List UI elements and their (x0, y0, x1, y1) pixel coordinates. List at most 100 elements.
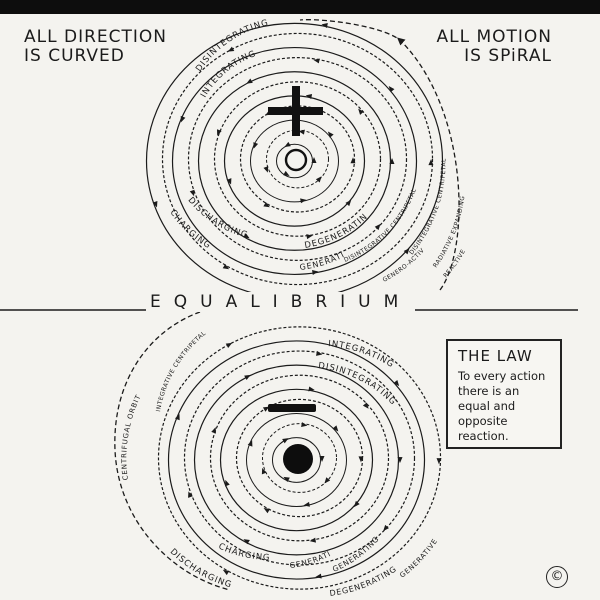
lower-ring-arrow-icon (383, 524, 389, 532)
copyright-icon: © (546, 566, 568, 588)
upper-ring-arrow-icon (152, 201, 158, 208)
upper-ring-arrow-icon (312, 270, 319, 275)
upper-ring-arrow-icon (374, 223, 381, 231)
upper-ring-arrow-icon (263, 166, 269, 173)
lower-ring-arrow-icon (308, 386, 315, 392)
lower-label-generating-inner: GENERATING (331, 534, 381, 574)
lower-ring-arrow-icon (282, 438, 289, 444)
upper-ring-arrow-icon (388, 86, 395, 93)
upper-ring-arrow-icon (327, 131, 334, 138)
lower-label-integrative-centripetal: INTEGRATIVE CENTRIPETAL (155, 330, 208, 413)
lower-ring-1 (272, 437, 321, 483)
lower-label-centrifugal-orbit: CENTRIFUGAL ORBIT (120, 393, 142, 481)
lower-ring-arrow-icon (397, 457, 403, 464)
lower-ring-arrow-icon (262, 406, 270, 412)
upper-ring-arrow-icon (263, 202, 270, 208)
lower-ring-arrow-icon (261, 467, 267, 475)
upper-ring-arrow-icon (300, 198, 307, 204)
lower-ring-arrow-icon (358, 456, 364, 463)
upper-ring-7 (197, 71, 392, 251)
upper-ring-arrow-icon (389, 158, 395, 165)
upper-ring-arrow-icon (428, 159, 434, 166)
lower-ring-8 (183, 350, 416, 566)
lower-ring-arrow-icon (315, 573, 322, 579)
lower-ring-arrow-icon (211, 427, 216, 434)
heading-all-direction-curved: ALL DIRECTION IS CURVED (24, 27, 167, 66)
upper-ring-arrow-icon (283, 170, 290, 176)
lower-ring-arrow-icon (222, 569, 230, 576)
lower-ring-arrow-icon (353, 500, 360, 508)
lower-label-charging: CHARGING (217, 542, 271, 564)
lower-ring-2 (262, 423, 337, 493)
upper-ring-8 (187, 57, 408, 261)
upper-ring-arrow-icon (305, 94, 313, 99)
upper-ring-arrow-icon (227, 46, 235, 52)
upper-ring-arrow-icon (189, 189, 195, 197)
lower-ring-arrow-icon (301, 422, 308, 428)
upper-ring-arrow-icon (222, 263, 230, 270)
lower-label-generating: GENERATING (0, 0, 332, 570)
plus-symbol-icon (268, 86, 323, 136)
upper-core-ring (284, 148, 308, 172)
upper-ring-10 (161, 32, 434, 286)
lower-ring-3 (246, 413, 347, 507)
s-curve-lower-connector (114, 311, 231, 591)
lower-core-dot (283, 444, 313, 474)
top-black-border (0, 0, 600, 14)
upper-ring-arrow-icon (315, 176, 322, 183)
upper-ring-6 (213, 81, 382, 237)
lower-ring-arrow-icon (436, 458, 442, 465)
upper-ring-arrow-icon (226, 178, 232, 185)
lower-ring-arrow-icon (247, 440, 253, 447)
lower-ring-arrow-icon (316, 350, 323, 356)
lower-ring-arrow-icon (244, 374, 251, 380)
upper-ring-arrow-icon (403, 248, 410, 255)
lower-ring-arrow-icon (263, 508, 271, 514)
upper-spiral-rings (145, 22, 444, 300)
lower-ring-arrow-icon (243, 539, 250, 545)
upper-ring-arrow-icon (313, 58, 320, 64)
upper-ring-arrow-icon (180, 115, 186, 123)
lower-ring-7 (193, 364, 400, 556)
lower-label-generative: GENERATIVE (398, 537, 439, 579)
lower-ring-arrow-icon (283, 476, 290, 482)
upper-ring-arrow-icon (243, 233, 250, 239)
upper-ring-arrow-icon (321, 23, 328, 28)
lower-ring-arrow-icon (225, 342, 233, 348)
lower-ring-arrow-icon (393, 379, 400, 387)
s-curve-outer-connector (299, 19, 460, 291)
the-law-box: THE LAW To every action there is an equa… (446, 339, 562, 449)
upper-ring-arrow-icon (284, 141, 291, 148)
lower-ring-arrow-icon (319, 456, 325, 462)
equalibrium-label: EQUALIBRIUM (146, 292, 416, 312)
upper-ring-9 (171, 46, 418, 276)
upper-ring-arrow-icon (298, 129, 305, 135)
lower-ring-9 (167, 340, 426, 580)
law-text: To every action there is an equal and op… (458, 369, 546, 443)
upper-ring-arrow-icon (306, 234, 313, 240)
upper-ring-arrow-icon (253, 142, 259, 149)
lower-ring-arrow-icon (188, 491, 193, 498)
upper-ring-arrow-icon (311, 157, 317, 163)
lower-ring-5 (219, 388, 374, 532)
lower-ring-arrow-icon (324, 477, 331, 484)
law-title: THE LAW (458, 347, 533, 365)
lower-ring-arrow-icon (303, 501, 310, 507)
upper-ring-4 (239, 105, 356, 213)
lower-ring-6 (209, 374, 390, 542)
upper-ring-arrow-icon (216, 129, 222, 136)
minus-symbol-icon (268, 404, 316, 412)
heading-all-motion-spiral: ALL MOTION IS SPiRAL (436, 27, 552, 66)
lower-ring-arrow-icon (225, 479, 230, 487)
lower-ring-arrow-icon (362, 402, 369, 409)
upper-ring-11 (145, 22, 444, 300)
lower-ring-10 (157, 326, 442, 590)
upper-ring-arrow-icon (350, 157, 356, 164)
lower-ring-arrow-icon (332, 425, 339, 432)
upper-ring-arrow-icon (345, 199, 352, 207)
upper-ring-arrow-icon (358, 108, 364, 115)
lower-spiral-rings (157, 326, 442, 590)
lower-ring-arrow-icon (309, 537, 317, 543)
